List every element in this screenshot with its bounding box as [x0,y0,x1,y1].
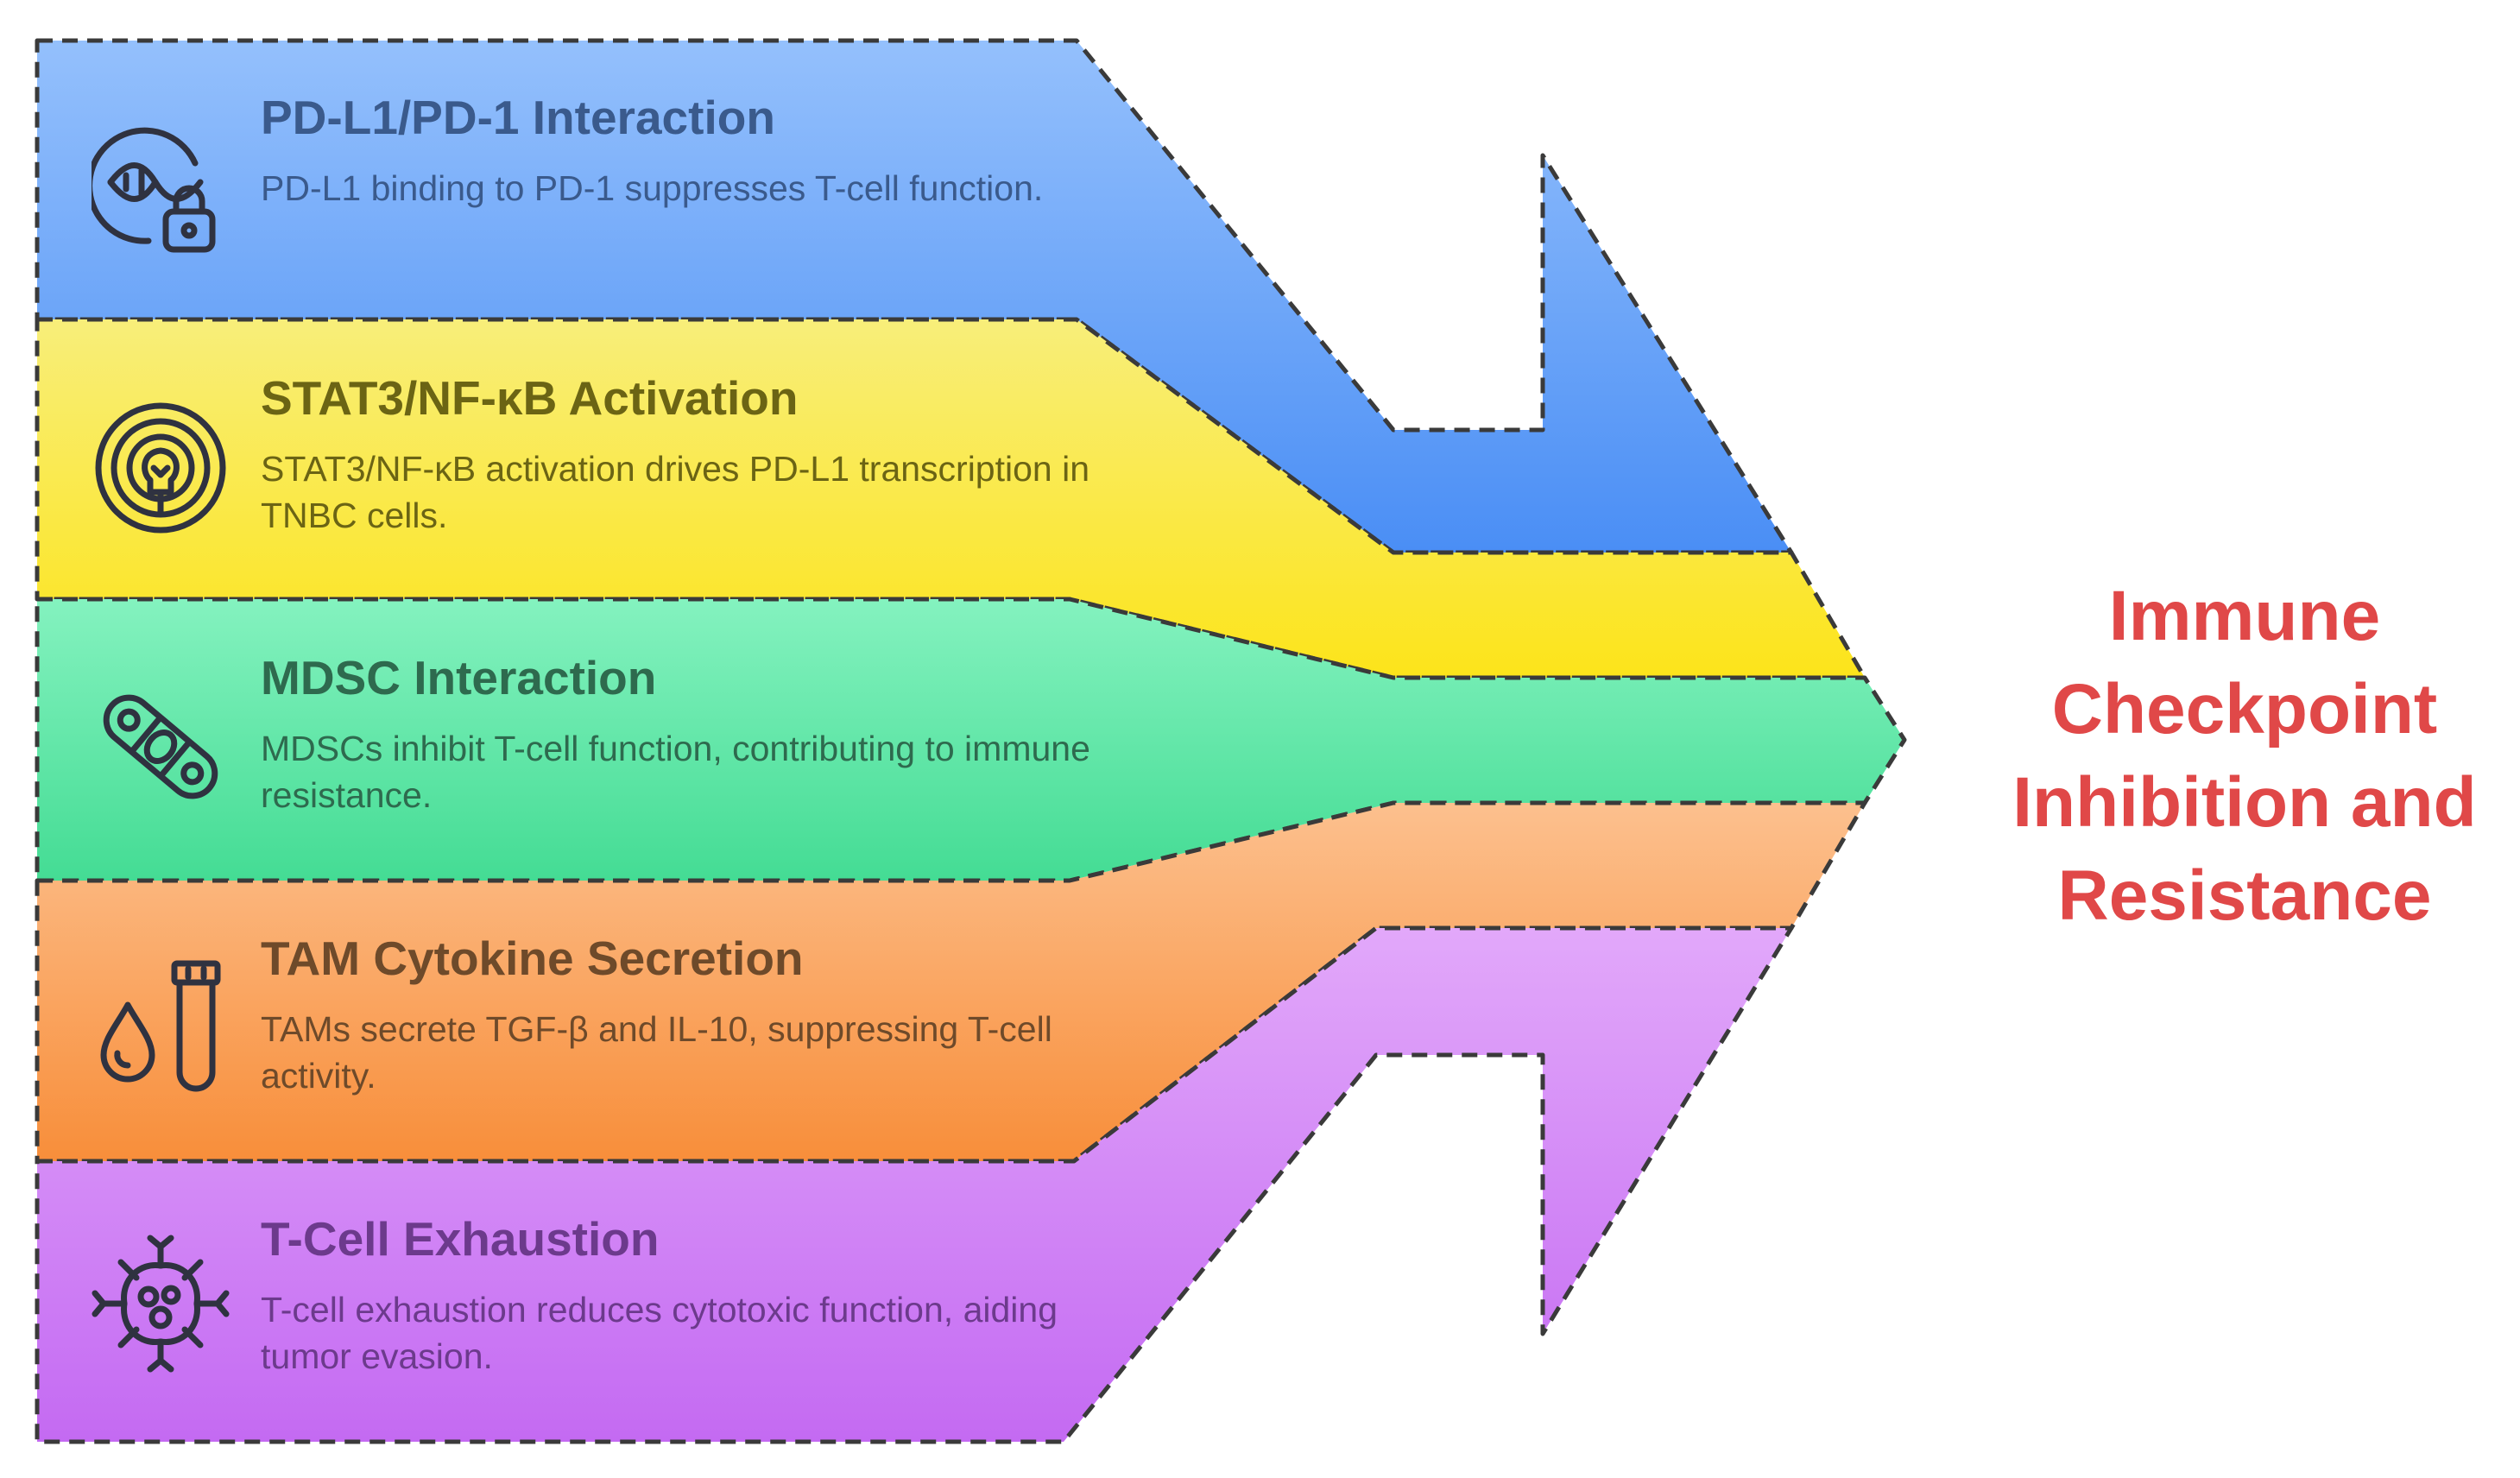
result-title-line: Resistance [2057,856,2432,935]
cells-icon [92,678,230,816]
result-title-line: Checkpoint [2051,670,2438,748]
band-title: T-Cell Exhaustion [261,1212,660,1266]
band-description: TAMs secrete TGF-β and IL-10, suppressin… [261,1009,1052,1096]
lightbulb-signal-icon [92,399,230,537]
band-description: PD-L1 binding to PD-1 suppresses T-cell … [261,168,1044,208]
band-title: PD-L1/PD-1 Interaction [261,91,775,144]
band-text-mdsc: MDSC Interaction MDSCs inhibit T-cell fu… [261,649,1124,818]
result-title: Immune Checkpoint Inhibition and Resista… [1968,570,2520,943]
band-text-tam: TAM Cytokine Secretion TAMs secrete TGF-… [261,930,1124,1099]
band-text-pd-l1: PD-L1/PD-1 Interaction PD-L1 binding to … [261,89,1124,212]
band-title: TAM Cytokine Secretion [261,932,804,985]
band-text-stat3: STAT3/NF-κB Activation STAT3/NF-κB activ… [261,370,1124,539]
band-title: MDSC Interaction [261,651,657,704]
result-title-line: Immune [2108,577,2381,655]
band-description: T-cell exhaustion reduces cytotoxic func… [261,1290,1058,1376]
band-title: STAT3/NF-κB Activation [261,371,799,425]
band-description: STAT3/NF-κB activation drives PD-L1 tran… [261,449,1090,535]
dna-lock-icon [92,118,230,256]
tumor-cell-icon [92,1235,230,1373]
result-title-line: Inhibition and [2012,763,2477,842]
band-text-t-cell: T-Cell Exhaustion T-cell exhaustion redu… [261,1210,1124,1380]
band-description: MDSCs inhibit T-cell function, contribut… [261,729,1090,815]
droplet-test-tube-icon [92,957,230,1095]
band-shape-t-cell [35,925,1794,1444]
